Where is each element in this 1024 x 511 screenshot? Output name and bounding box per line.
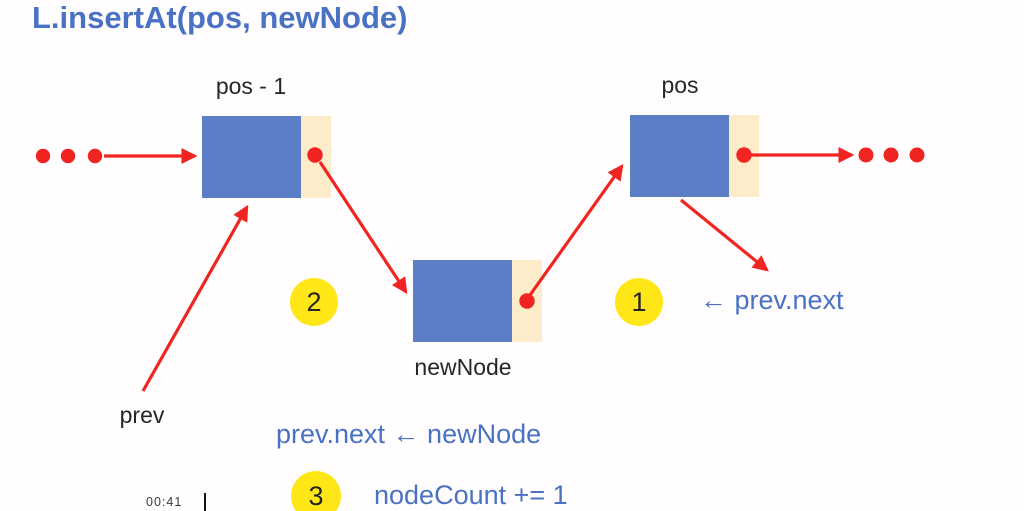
arrow-pos-to-prev-next-note xyxy=(679,198,769,272)
video-timestamp: 00:41 xyxy=(146,495,183,509)
node-pos-data-cell xyxy=(630,115,729,197)
node-pos xyxy=(630,115,759,197)
arrow-newnode-next-to-pos xyxy=(528,164,624,296)
node-newnode xyxy=(413,260,542,342)
timestamp-cursor-bar xyxy=(204,493,206,511)
arrow-prev-next-to-newnode xyxy=(318,161,408,295)
node-pos-minus-1 xyxy=(202,116,331,198)
statement-nodecount: nodeCount += 1 xyxy=(374,480,568,510)
step-badge-3: 3 xyxy=(291,471,341,511)
statement-prev-next: ← prev.next xyxy=(700,285,844,315)
step-badge-2: 2 xyxy=(290,278,338,326)
label-pos: pos xyxy=(661,72,699,98)
step-badge-1: 1 xyxy=(615,278,663,326)
label-pos-minus-1: pos - 1 xyxy=(215,73,287,99)
slide-title: L.insertAt(pos, newNode) xyxy=(32,0,408,35)
arrow-prev-to-pos-minus-1 xyxy=(141,204,249,392)
node-pos-next-cell xyxy=(729,115,759,197)
node-newnode-data-cell xyxy=(413,260,512,342)
statement-assign-newnode: prev.next ← newNode xyxy=(276,419,542,449)
ellipsis-dots-right-icon xyxy=(858,147,925,163)
node-pos-minus-1-next-cell xyxy=(301,116,331,198)
ellipsis-dots-left-icon xyxy=(35,148,103,164)
node-newnode-next-cell xyxy=(512,260,542,342)
node-pos-minus-1-data-cell xyxy=(202,116,301,198)
label-newnode: newNode xyxy=(414,354,512,380)
label-prev: prev xyxy=(119,402,165,428)
